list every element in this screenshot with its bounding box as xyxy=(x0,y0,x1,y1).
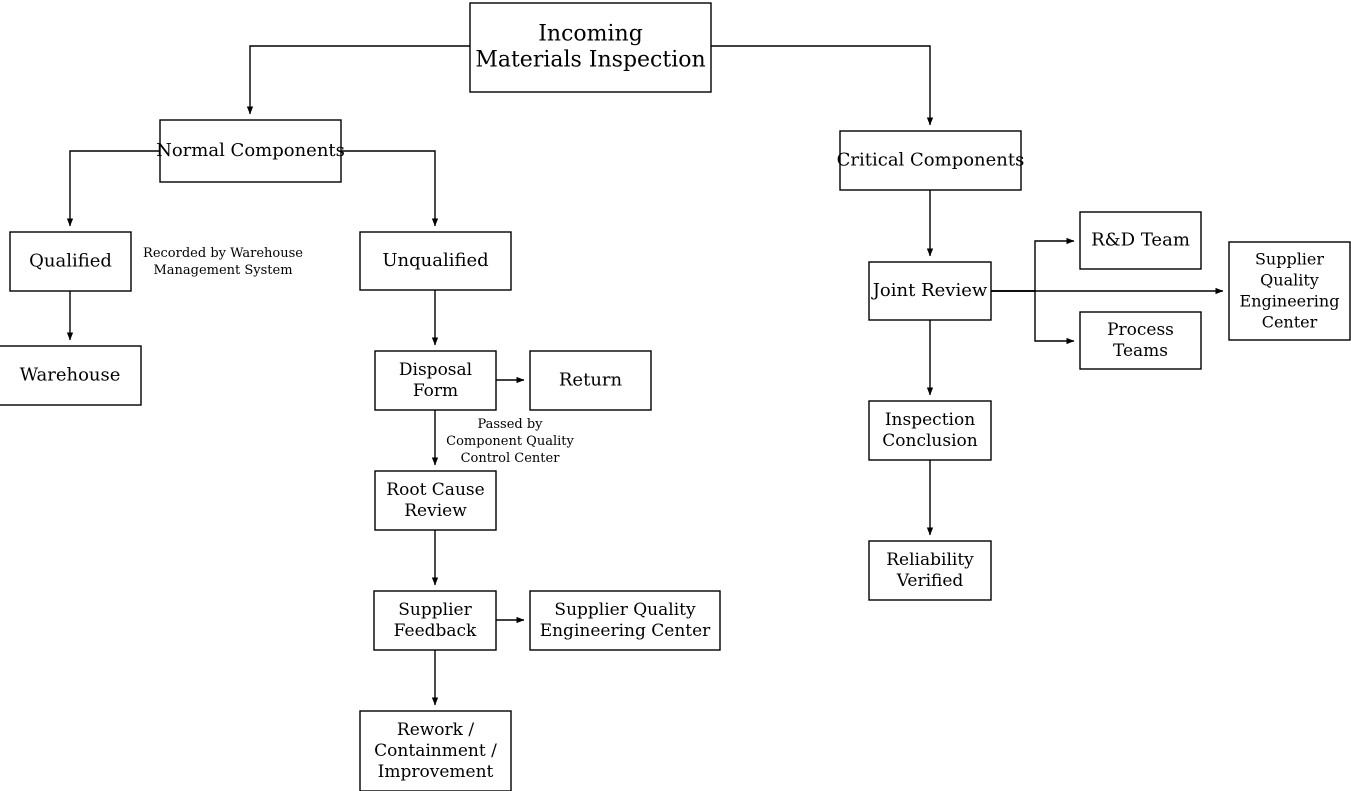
node-warehouse[interactable]: Warehouse xyxy=(0,345,142,406)
edge-incoming-to-normal xyxy=(246,45,470,115)
node-box-root_cause_review xyxy=(374,470,497,531)
node-label-normal_components: Normal Components xyxy=(156,140,345,161)
node-box-reliability_verified xyxy=(868,540,992,601)
node-label-unqualified: Unqualified xyxy=(382,250,488,271)
node-label-return: Return xyxy=(559,370,623,391)
node-rd_team[interactable]: R&D Team xyxy=(1079,211,1202,270)
node-box-warehouse xyxy=(0,345,142,406)
edge-joint-to-process xyxy=(991,290,1075,345)
edge-normal-to-unqualified xyxy=(341,150,439,227)
edges-layer xyxy=(66,45,1224,706)
node-box-inspection_conclusion xyxy=(868,400,992,461)
node-label-joint_review: Joint Review xyxy=(871,280,988,301)
node-box-supplier_quality_engineering_center_right xyxy=(1228,241,1351,341)
node-label-warehouse: Warehouse xyxy=(20,365,121,386)
node-critical_components[interactable]: Critical Components xyxy=(837,130,1025,191)
node-box-critical_components xyxy=(839,130,1022,191)
edge-joint-to-rd xyxy=(991,237,1075,292)
node-unqualified[interactable]: Unqualified xyxy=(359,231,512,291)
node-box-rd_team xyxy=(1079,211,1202,270)
edge-incoming-to-critical xyxy=(711,45,934,126)
node-box-rework_containment_improvement xyxy=(359,710,512,791)
node-label-critical_components: Critical Components xyxy=(837,150,1025,171)
node-box-supplier_feedback xyxy=(373,590,497,651)
node-label-rd_team: R&D Team xyxy=(1091,230,1190,251)
node-box-normal_components xyxy=(159,119,342,183)
node-return[interactable]: Return xyxy=(529,350,652,411)
node-box-supplier_quality_engineering_center_left xyxy=(529,590,721,651)
node-box-unqualified xyxy=(359,231,512,291)
edge-normal-to-qualified xyxy=(66,150,160,227)
node-box-process_teams xyxy=(1079,311,1202,370)
node-label-qualified: Qualified xyxy=(29,251,112,272)
node-box-return xyxy=(529,350,652,411)
node-joint_review[interactable]: Joint Review xyxy=(868,261,992,321)
node-box-disposal_form xyxy=(374,350,497,411)
node-qualified[interactable]: Qualified xyxy=(9,231,132,292)
node-box-qualified xyxy=(9,231,132,292)
node-box-incoming xyxy=(469,2,712,93)
node-label-rework_containment_improvement: Rework /Containment /Improvement xyxy=(374,720,497,782)
node-normal_components[interactable]: Normal Components xyxy=(156,119,345,183)
node-box-joint_review xyxy=(868,261,992,321)
node-rework_containment_improvement[interactable]: Rework /Containment /Improvement xyxy=(359,710,512,791)
